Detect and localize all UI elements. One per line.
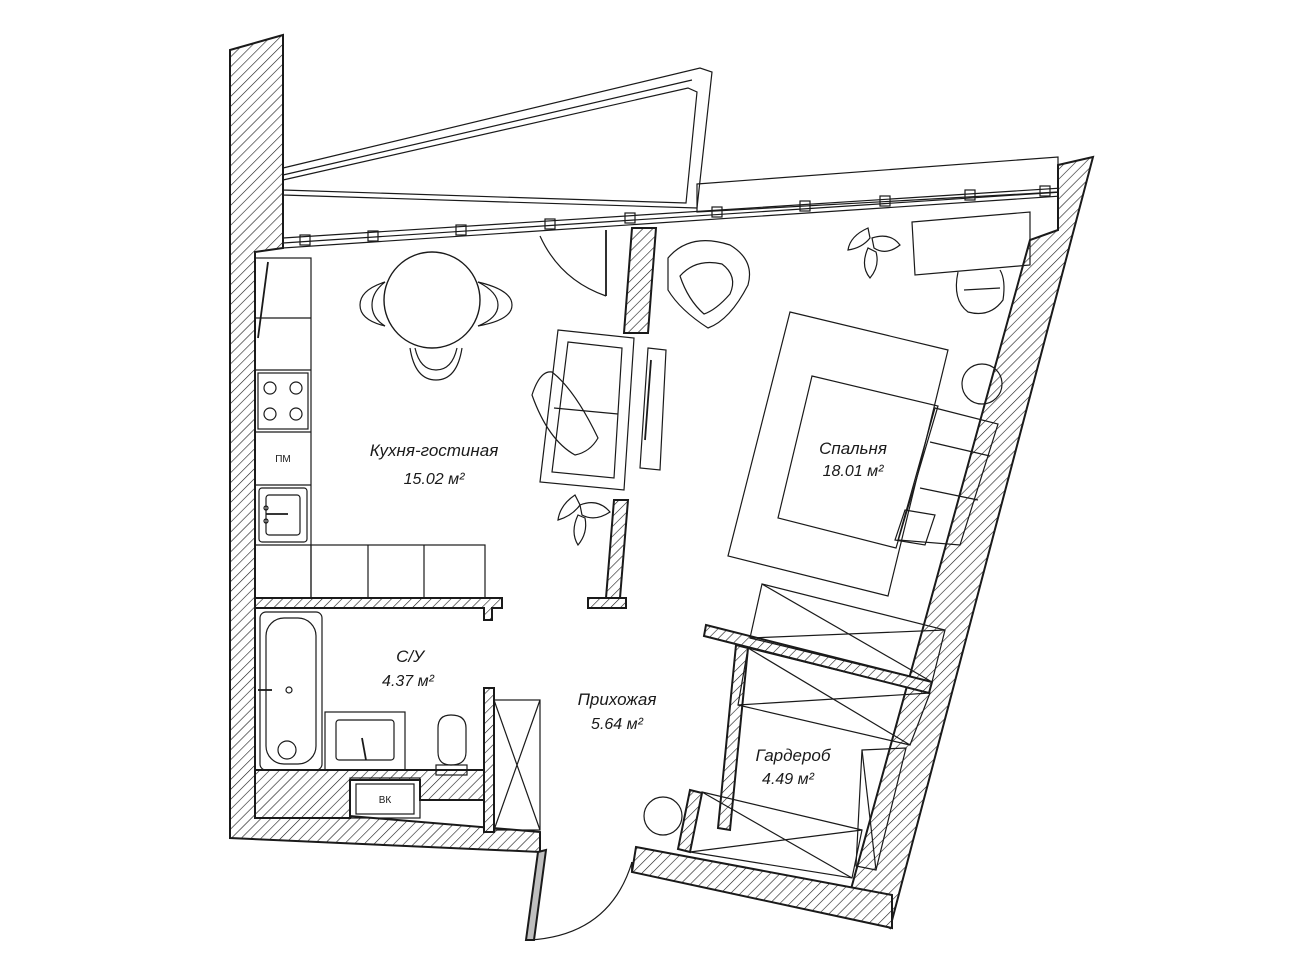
sofa bbox=[531, 329, 635, 491]
room-area: 5.64 м² bbox=[591, 716, 644, 733]
wardrobe-shelving bbox=[689, 583, 946, 879]
fridge-label: ПМ bbox=[275, 454, 291, 465]
entrance-door bbox=[524, 848, 633, 941]
room-name: Спальня bbox=[819, 439, 887, 458]
room-label-kitchen-living: Кухня-гостиная 15.02 м² bbox=[370, 441, 499, 488]
bed bbox=[727, 311, 999, 597]
room-area: 18.01 м² bbox=[823, 463, 884, 480]
fridge-icon: ПМ bbox=[275, 454, 291, 465]
kitchen-sink-icon bbox=[258, 487, 308, 543]
room-area: 4.49 м² bbox=[762, 771, 815, 788]
hall-closet bbox=[493, 699, 541, 831]
room-label-hallway: Прихожая 5.64 м² bbox=[578, 690, 657, 733]
dining-chair-right bbox=[477, 281, 513, 327]
balcony bbox=[282, 67, 1063, 249]
dining-chair-bottom bbox=[409, 347, 463, 381]
room-area: 4.37 м² bbox=[382, 673, 435, 690]
dining-chair-left bbox=[359, 281, 386, 327]
room-area: 15.02 м² bbox=[404, 471, 465, 488]
room-label-bathroom: С/У 4.37 м² bbox=[382, 647, 435, 690]
plant-icon bbox=[557, 494, 611, 547]
room-label-wardrobe: Гардероб 4.49 м² bbox=[756, 746, 832, 788]
dining-table bbox=[383, 251, 481, 349]
desk-chair bbox=[955, 269, 1005, 315]
glazing-mullions bbox=[299, 185, 1051, 246]
armchair bbox=[667, 240, 751, 329]
desk bbox=[911, 211, 1031, 276]
bedside-table bbox=[961, 363, 1003, 405]
balcony-door bbox=[539, 230, 607, 297]
kitchen-counter bbox=[254, 257, 486, 599]
toilet-icon bbox=[435, 714, 468, 776]
water-heater-icon: ВК bbox=[349, 777, 421, 819]
hallway-pouf bbox=[643, 796, 683, 836]
room-name: С/У bbox=[396, 647, 426, 666]
cooktop-icon bbox=[257, 372, 309, 430]
tv-panel bbox=[639, 347, 667, 471]
plant-icon bbox=[847, 227, 901, 279]
room-name: Гардероб bbox=[756, 746, 832, 765]
room-name: Кухня-гостиная bbox=[370, 441, 499, 460]
water-heater-label: ВК bbox=[379, 795, 392, 806]
exterior-walls bbox=[229, 33, 1095, 930]
room-label-bedroom: Спальня 18.01 м² bbox=[819, 439, 887, 480]
bathtub-icon bbox=[258, 611, 323, 771]
bathroom-sink-icon bbox=[324, 711, 406, 771]
room-name: Прихожая bbox=[578, 690, 657, 709]
